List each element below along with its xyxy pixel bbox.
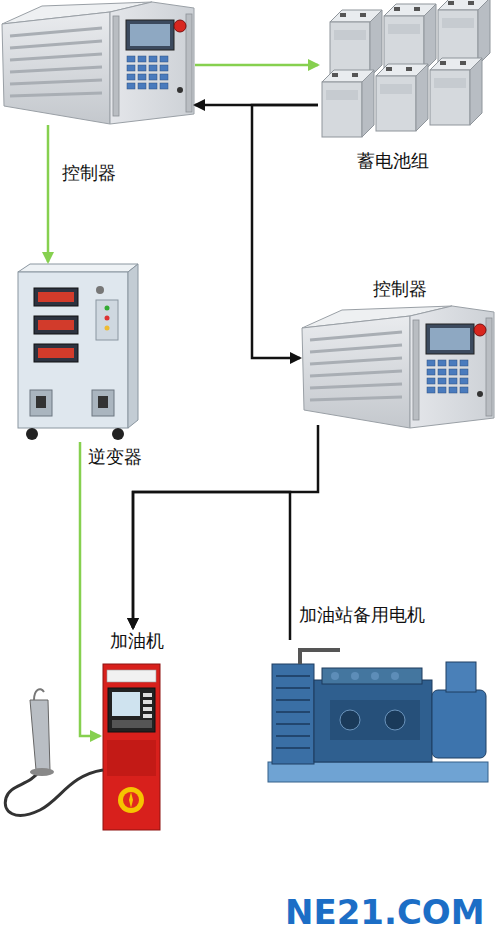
power-connector — [47, 125, 50, 262]
device-label: 加油站备用电机 — [299, 604, 425, 626]
device-label: 蓄电池组 — [357, 150, 429, 172]
generator-illustration — [268, 650, 488, 782]
device-node: 逆变器 — [12, 262, 140, 442]
device-label: 加油机 — [110, 630, 164, 652]
power-connector — [195, 64, 318, 67]
device-node: 控制器 — [300, 305, 500, 425]
controller-illustration — [2, 2, 194, 124]
device-node: 加油机 — [100, 628, 162, 832]
power-connector — [252, 105, 318, 358]
dispenser-illustration — [5, 664, 160, 830]
watermark: NE21.COM — [285, 892, 485, 932]
device-node: 控制器 — [0, 0, 195, 125]
power-connector — [80, 442, 100, 736]
device-label: 控制器 — [62, 162, 116, 184]
battery-illustration — [322, 0, 490, 137]
power-connector — [133, 425, 318, 628]
power-connector — [195, 104, 318, 107]
power-connector — [133, 492, 290, 640]
inverter-illustration — [18, 264, 138, 440]
device-node: 蓄电池组 — [318, 0, 496, 140]
device-label: 逆变器 — [88, 446, 142, 468]
device-label: 控制器 — [373, 278, 427, 300]
controller-illustration — [302, 306, 494, 428]
device-node: 加油站备用电机 — [263, 640, 493, 790]
